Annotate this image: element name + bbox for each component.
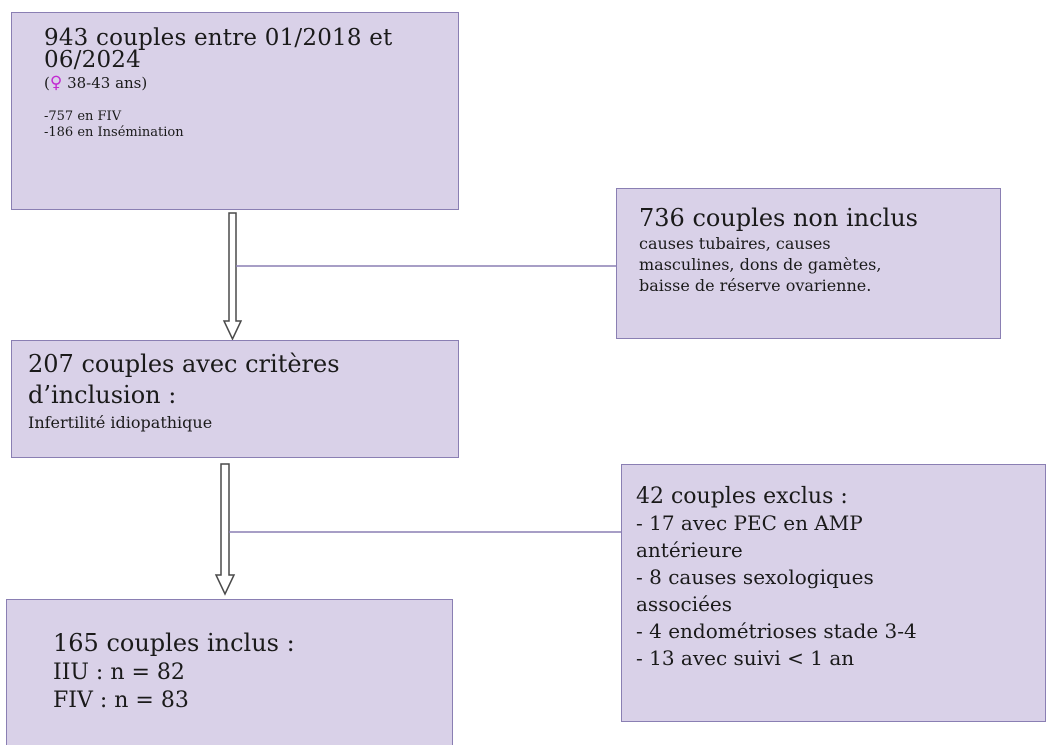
excluded-title: 42 couples exclus :	[636, 484, 848, 509]
excluded-item2-line2: associées	[636, 592, 733, 616]
excluded-item1-line1: - 17 avec PEC en AMP	[636, 511, 863, 535]
arrow-down-criteria-to-included	[214, 463, 236, 596]
excluded-box: 42 couples exclus : - 17 avec PEC en AMP…	[621, 464, 1046, 722]
start-title-line2: 06/2024	[44, 47, 141, 73]
included-title: 165 couples inclus :	[53, 629, 295, 657]
female-symbol-icon: ♀	[49, 73, 63, 93]
non-included-line3: baisse de réserve ovarienne.	[639, 276, 872, 295]
excluded-item2-line1: - 8 causes sexologiques	[636, 565, 874, 589]
inclusion-criteria-box: 207 couples avec critères d’inclusion : …	[11, 340, 459, 458]
start-detail-insemination: -186 en Insémination	[44, 125, 184, 140]
criteria-subtitle: Infertilité idiopathique	[28, 413, 213, 432]
criteria-title-line2: d’inclusion :	[28, 381, 177, 409]
non-included-line1: causes tubaires, causes	[639, 234, 831, 253]
start-population-box: 943 couples entre 01/2018 et 06/2024 (♀ …	[11, 12, 459, 210]
included-iiu: IIU : n = 82	[53, 660, 185, 685]
non-included-box: 736 couples non inclus causes tubaires, …	[616, 188, 1001, 339]
age-open-paren: (	[44, 74, 50, 92]
arrow-down-start-to-criteria	[222, 212, 243, 341]
excluded-item3: - 4 endométrioses stade 3-4	[636, 619, 917, 643]
criteria-title-line1: 207 couples avec critères	[28, 350, 340, 378]
excluded-item4: - 13 avec suivi < 1 an	[636, 646, 855, 670]
age-range: (♀ 38-43 ans)	[44, 73, 458, 93]
non-included-line2: masculines, dons de gamètes,	[639, 255, 882, 274]
excluded-item1-line2: antérieure	[636, 538, 743, 562]
age-range-text: 38-43 ans)	[62, 74, 148, 92]
included-box: 165 couples inclus : IIU : n = 82 FIV : …	[6, 599, 453, 745]
start-title-line1: 943 couples entre 01/2018 et	[44, 25, 393, 51]
non-included-title: 736 couples non inclus	[639, 204, 918, 232]
included-fiv: FIV : n = 83	[53, 688, 189, 713]
start-detail-fiv: -757 en FIV	[44, 109, 122, 124]
